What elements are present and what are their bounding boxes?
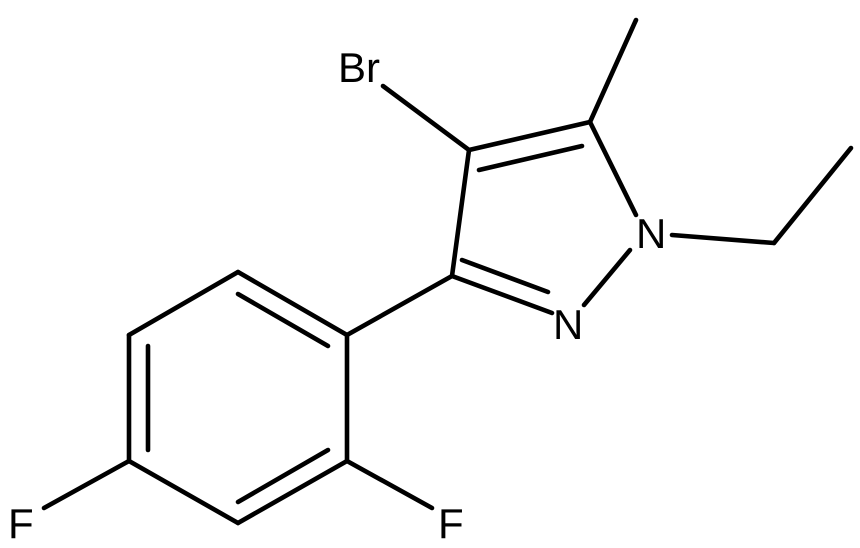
pyrazole-substituents bbox=[344, 17, 854, 338]
bond-ar-c3-c4 bbox=[126, 458, 241, 526]
atom-label-nitrogen-2: N bbox=[553, 301, 583, 348]
atom-label-fluorine-para: F bbox=[8, 500, 34, 547]
bond-ar-f-ortho bbox=[344, 458, 435, 511]
bond-n1-n2 bbox=[581, 247, 633, 308]
atom-label-nitrogen-1: N bbox=[636, 210, 666, 257]
bond-c4-br bbox=[380, 83, 472, 153]
bond-ethyl-ch3 bbox=[771, 145, 854, 246]
bond-ar-c2-c3 bbox=[235, 458, 350, 526]
bond-ar-c2-c3-inner bbox=[235, 447, 331, 505]
bond-c5-n1 bbox=[587, 119, 639, 218]
atom-label-bromine: Br bbox=[338, 44, 380, 91]
difluorophenyl-ring bbox=[41, 269, 435, 526]
bond-ar-c6-c1 bbox=[235, 269, 350, 338]
bond-c4-c5 bbox=[466, 119, 593, 153]
bond-ar-c5-c6 bbox=[126, 269, 241, 338]
bond-c3-aryl bbox=[344, 273, 455, 338]
atom-labels: Br N N F F bbox=[8, 44, 666, 547]
pyrazole-ring bbox=[449, 119, 639, 316]
bond-c4-c5-inner bbox=[476, 143, 585, 173]
bond-n1-ethyl bbox=[669, 232, 777, 246]
bond-ar-c6-c1-inner bbox=[235, 291, 331, 349]
bond-c5-methyl bbox=[587, 17, 639, 125]
bond-n2-c3-inner bbox=[459, 257, 551, 295]
bond-c3-c4 bbox=[449, 147, 472, 279]
bond-ar-f-para bbox=[41, 458, 132, 511]
atom-label-fluorine-ortho: F bbox=[438, 500, 464, 547]
bond-n2-c3 bbox=[449, 273, 555, 316]
